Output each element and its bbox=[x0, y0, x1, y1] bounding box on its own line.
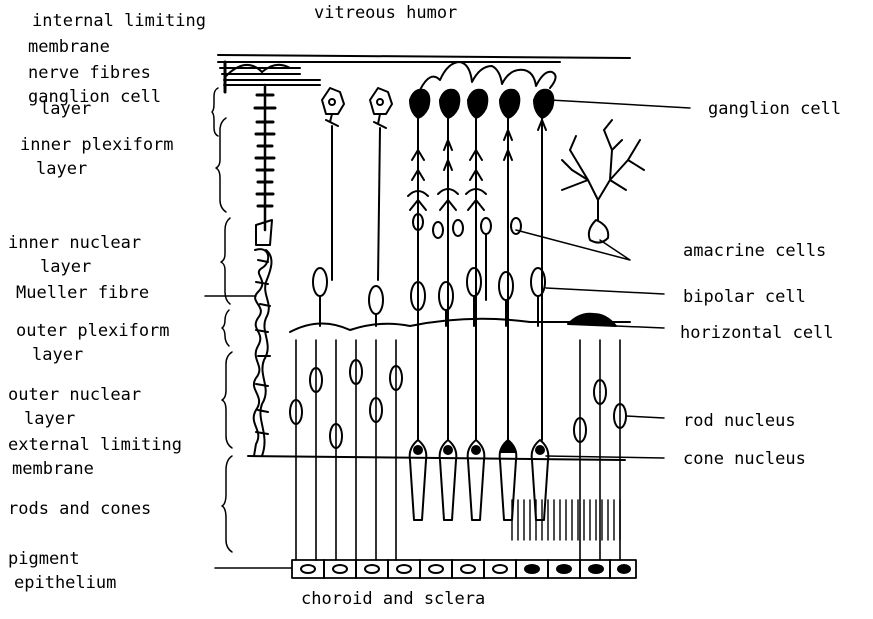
label-internal-limiting-membrane-2: membrane bbox=[28, 38, 110, 57]
label-internal-limiting-membrane: internal limiting bbox=[32, 12, 206, 31]
cone-cells bbox=[410, 440, 549, 520]
label-rod-nucleus: rod nucleus bbox=[683, 412, 796, 431]
pigment-epithelium bbox=[292, 560, 636, 578]
label-pigment-epithelium: pigment bbox=[8, 550, 80, 569]
label-horizontal-cell: horizontal cell bbox=[680, 324, 834, 343]
label-amacrine-cells: amacrine cells bbox=[683, 242, 826, 261]
leader-cone-nucleus bbox=[546, 456, 664, 458]
label-outer-nuclear-layer-2: layer bbox=[24, 410, 75, 429]
ganglion-dendrites bbox=[408, 118, 546, 440]
ganglion-cells-filled bbox=[410, 62, 556, 118]
label-external-limiting-membrane: external limiting bbox=[8, 436, 182, 455]
label-inner-nuclear-layer-2: layer bbox=[40, 258, 91, 277]
photoreceptors bbox=[290, 340, 626, 560]
horizontal-cell-drawing bbox=[290, 314, 630, 332]
leader-horizontal-cell bbox=[616, 326, 664, 328]
bipolar-cells bbox=[313, 268, 545, 326]
label-vitreous-humor: vitreous humor bbox=[314, 4, 457, 23]
layer-brackets bbox=[212, 88, 232, 552]
label-ganglion-cell: ganglion cell bbox=[708, 100, 841, 119]
label-mueller-fibre: Mueller fibre bbox=[16, 284, 149, 303]
label-inner-plexiform-layer-2: layer bbox=[36, 160, 87, 179]
amacrine-cell-drawing bbox=[562, 120, 644, 243]
mueller-fibre bbox=[254, 85, 275, 456]
label-bipolar-cell: bipolar cell bbox=[683, 288, 806, 307]
label-rods-and-cones: rods and cones bbox=[8, 500, 151, 519]
label-outer-nuclear-layer: outer nuclear bbox=[8, 386, 141, 405]
outer-segments bbox=[512, 500, 620, 540]
label-outer-plexiform-layer-2: layer bbox=[32, 346, 83, 365]
label-outer-plexiform-layer: outer plexiform bbox=[16, 322, 170, 341]
leader-bipolar-cell bbox=[546, 288, 664, 294]
label-nerve-fibres: nerve fibres bbox=[28, 64, 151, 83]
label-inner-nuclear-layer: inner nuclear bbox=[8, 234, 141, 253]
label-pigment-epithelium-2: epithelium bbox=[14, 574, 116, 593]
label-inner-plexiform-layer: inner plexiform bbox=[20, 136, 174, 155]
leader-rod-nucleus bbox=[626, 416, 664, 418]
label-cone-nucleus: cone nucleus bbox=[683, 450, 806, 469]
label-choroid-and-sclera: choroid and sclera bbox=[301, 590, 485, 609]
leader-amacrine-cells bbox=[516, 230, 630, 260]
ganglion-cells-pale bbox=[322, 88, 392, 280]
nerve-fibres bbox=[218, 55, 630, 92]
leader-ganglion-cell bbox=[550, 100, 690, 108]
label-ganglion-cell-layer-2: layer bbox=[40, 100, 91, 119]
label-external-limiting-membrane-2: membrane bbox=[12, 460, 94, 479]
